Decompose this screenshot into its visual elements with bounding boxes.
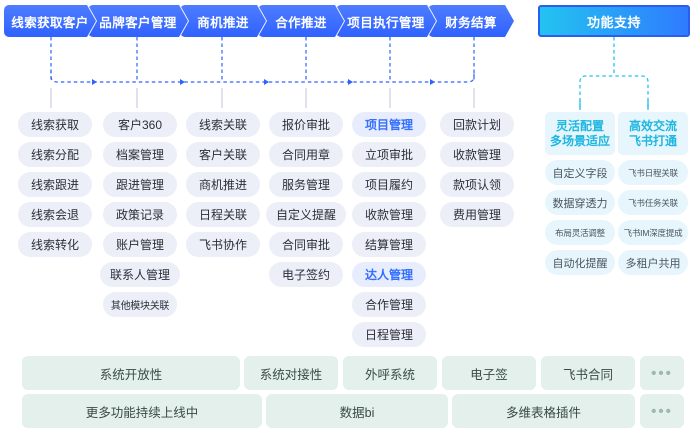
support-stage-label: 功能支持	[586, 14, 641, 30]
module-pill[interactable]: 回款计划	[440, 112, 514, 137]
module-pill[interactable]: 线索转化	[18, 232, 92, 257]
support-pill[interactable]: 数据穿透力	[545, 190, 615, 215]
module-pill[interactable]: 合作管理	[352, 292, 426, 317]
module-pill[interactable]: 达人管理	[352, 262, 426, 287]
module-pill[interactable]: 电子签约	[269, 262, 343, 287]
support-pill[interactable]: 飞书IM深度提成	[618, 220, 688, 245]
module-pill[interactable]: 线索关联	[186, 112, 260, 137]
capability-cell[interactable]: 电子签	[442, 356, 536, 390]
capability-cell[interactable]: 外呼系统	[343, 356, 437, 390]
more-options-icon[interactable]: •••	[640, 394, 684, 428]
module-pill[interactable]: 线索会退	[18, 202, 92, 227]
module-pill[interactable]: 项目履约	[352, 172, 426, 197]
capability-cell[interactable]: 更多功能持续上线中	[22, 394, 262, 428]
module-pill[interactable]: 客户360	[103, 112, 177, 137]
capability-cell[interactable]: 系统对接性	[244, 356, 338, 390]
support-group-header[interactable]: 灵活配置多场景适应	[545, 112, 615, 155]
stage-chevron-1[interactable]: 线索获取客户	[4, 5, 96, 37]
stage-chevron-4[interactable]: 合作推进	[258, 5, 344, 37]
support-group-header-line2: 飞书打通	[628, 133, 677, 148]
module-pill[interactable]: 自定义提醒	[266, 202, 347, 227]
module-pill[interactable]: 合同审批	[269, 232, 343, 257]
module-pill[interactable]: 收款管理	[352, 202, 426, 227]
module-pill[interactable]: 日程管理	[352, 322, 426, 347]
module-pill[interactable]: 档案管理	[103, 142, 177, 167]
more-options-icon[interactable]: •••	[640, 356, 684, 390]
module-pill[interactable]: 项目管理	[352, 112, 426, 137]
module-pill[interactable]: 款项认领	[440, 172, 514, 197]
support-pill[interactable]: 多租户共用	[618, 250, 688, 275]
support-pill[interactable]: 飞书任务关联	[618, 190, 688, 215]
module-column-opportunity: 线索关联客户关联商机推进日程关联飞书协作	[186, 112, 260, 257]
support-pill[interactable]: 自定义字段	[545, 160, 615, 185]
support-group-header-line2: 多场景适应	[549, 133, 610, 148]
stage-chevron-3[interactable]: 商机推进	[180, 5, 266, 37]
stage-chevron-label: 商机推进	[197, 15, 249, 30]
support-group-flexible-config: 灵活配置多场景适应自定义字段数据穿透力布局灵活调整自动化提醒	[545, 112, 615, 275]
module-column-cooperation: 报价审批合同用章服务管理自定义提醒合同审批电子签约	[266, 112, 347, 287]
module-pill[interactable]: 客户关联	[186, 142, 260, 167]
module-pill[interactable]: 合同用章	[269, 142, 343, 167]
support-group-header-line1: 高效交流	[628, 118, 677, 133]
module-pill[interactable]: 政策记录	[103, 202, 177, 227]
module-column-customer-management: 客户360 档案管理跟进管理政策记录账户管理联系人管理其他模块关联	[100, 112, 181, 317]
support-group-efficient-communication: 高效交流飞书打通飞书日程关联飞书任务关联飞书IM深度提成多租户共用	[618, 112, 688, 275]
module-pill[interactable]: 联系人管理	[100, 262, 181, 287]
module-pill[interactable]: 收款管理	[440, 142, 514, 167]
module-pill[interactable]: 日程关联	[186, 202, 260, 227]
stage-chevron-label: 品牌客户管理	[99, 15, 177, 30]
stage-chevron-label: 线索获取客户	[11, 15, 89, 30]
support-pill[interactable]: 自动化提醒	[545, 250, 615, 275]
capability-cell[interactable]: 飞书合同	[541, 356, 635, 390]
capability-cell[interactable]: 多维表格插件	[452, 394, 635, 428]
stage-chevron-label: 项目执行管理	[347, 15, 425, 30]
module-column-project-execution: 项目管理立项审批项目履约收款管理结算管理达人管理合作管理日程管理	[352, 112, 426, 347]
stage-chevron-label: 合作推进	[275, 15, 327, 30]
module-pill[interactable]: 商机推进	[186, 172, 260, 197]
module-pill[interactable]: 飞书协作	[186, 232, 260, 257]
module-pill[interactable]: 其他模块关联	[103, 292, 177, 317]
module-pill[interactable]: 服务管理	[269, 172, 343, 197]
support-pill[interactable]: 飞书日程关联	[618, 160, 688, 185]
support-group-header[interactable]: 高效交流飞书打通	[618, 112, 688, 155]
module-pill[interactable]: 账户管理	[103, 232, 177, 257]
module-column-lead-acquisition: 线索获取线索分配线索跟进线索会退线索转化	[18, 112, 92, 257]
module-column-finance-settlement: 回款计划收款管理款项认领费用管理	[440, 112, 514, 227]
support-pill[interactable]: 布局灵活调整	[545, 220, 615, 245]
module-pill[interactable]: 线索获取	[18, 112, 92, 137]
band-openness: 系统开放性系统对接性外呼系统电子签飞书合同•••	[0, 356, 690, 390]
support-stage-button[interactable]: 功能支持	[538, 5, 690, 37]
module-pill[interactable]: 费用管理	[440, 202, 514, 227]
module-pill[interactable]: 报价审批	[269, 112, 343, 137]
capability-cell[interactable]: 数据bi	[266, 394, 448, 428]
stage-chevron-label: 财务结算	[445, 15, 497, 30]
support-group-header-line1: 灵活配置	[555, 118, 604, 133]
module-pill[interactable]: 线索分配	[18, 142, 92, 167]
module-pill[interactable]: 线索跟进	[18, 172, 92, 197]
module-pill[interactable]: 结算管理	[352, 232, 426, 257]
stage-chevron-5[interactable]: 项目执行管理	[336, 5, 436, 37]
capability-cell[interactable]: 系统开放性	[22, 356, 240, 390]
stage-chevron-6[interactable]: 财务结算	[428, 5, 514, 37]
stage-chevron-2[interactable]: 品牌客户管理	[88, 5, 188, 37]
module-pill[interactable]: 跟进管理	[103, 172, 177, 197]
module-pill[interactable]: 立项审批	[352, 142, 426, 167]
